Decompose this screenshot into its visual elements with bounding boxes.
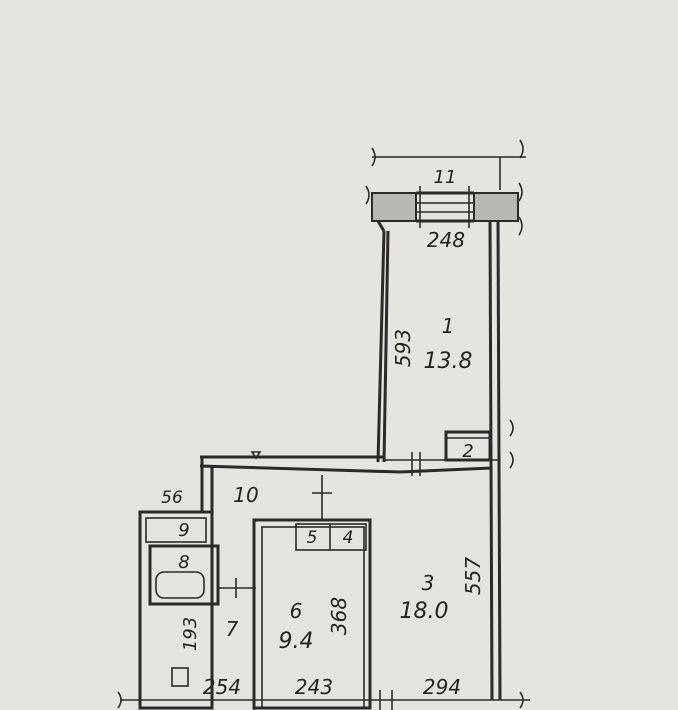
room-9-number: 9	[178, 520, 189, 541]
dim-room1-height: 593	[391, 329, 415, 367]
balcony	[365, 182, 523, 236]
room-3-number: 3	[422, 571, 435, 595]
room-4-number: 4	[343, 528, 354, 548]
room-10-number: 10	[233, 483, 258, 507]
dim-bottom-w2: 243	[295, 675, 333, 699]
room-11-number: 11	[434, 167, 457, 188]
room-1-number: 1	[442, 314, 455, 338]
dim-bottom-w1: 254	[203, 675, 241, 699]
dim-top-width: 248	[427, 228, 465, 252]
room-3-area: 18.0	[400, 599, 449, 624]
dim-bottom-w3: 294	[423, 675, 461, 699]
room-6-number: 6	[290, 599, 303, 623]
top-dimension-line	[371, 139, 526, 190]
room-2-number: 2	[462, 441, 473, 462]
room-1-area: 13.8	[424, 349, 473, 374]
dim-room7-height: 193	[180, 617, 201, 651]
room-8-number: 8	[178, 552, 189, 573]
dim-room3-height: 557	[461, 557, 485, 595]
dim-small-56: 56	[161, 488, 183, 508]
dim-room6-height: 368	[327, 597, 351, 635]
room-5-number: 5	[307, 528, 318, 548]
walls	[117, 220, 530, 710]
room-6-area: 9.4	[279, 629, 314, 654]
room-7-number: 7	[226, 617, 239, 641]
